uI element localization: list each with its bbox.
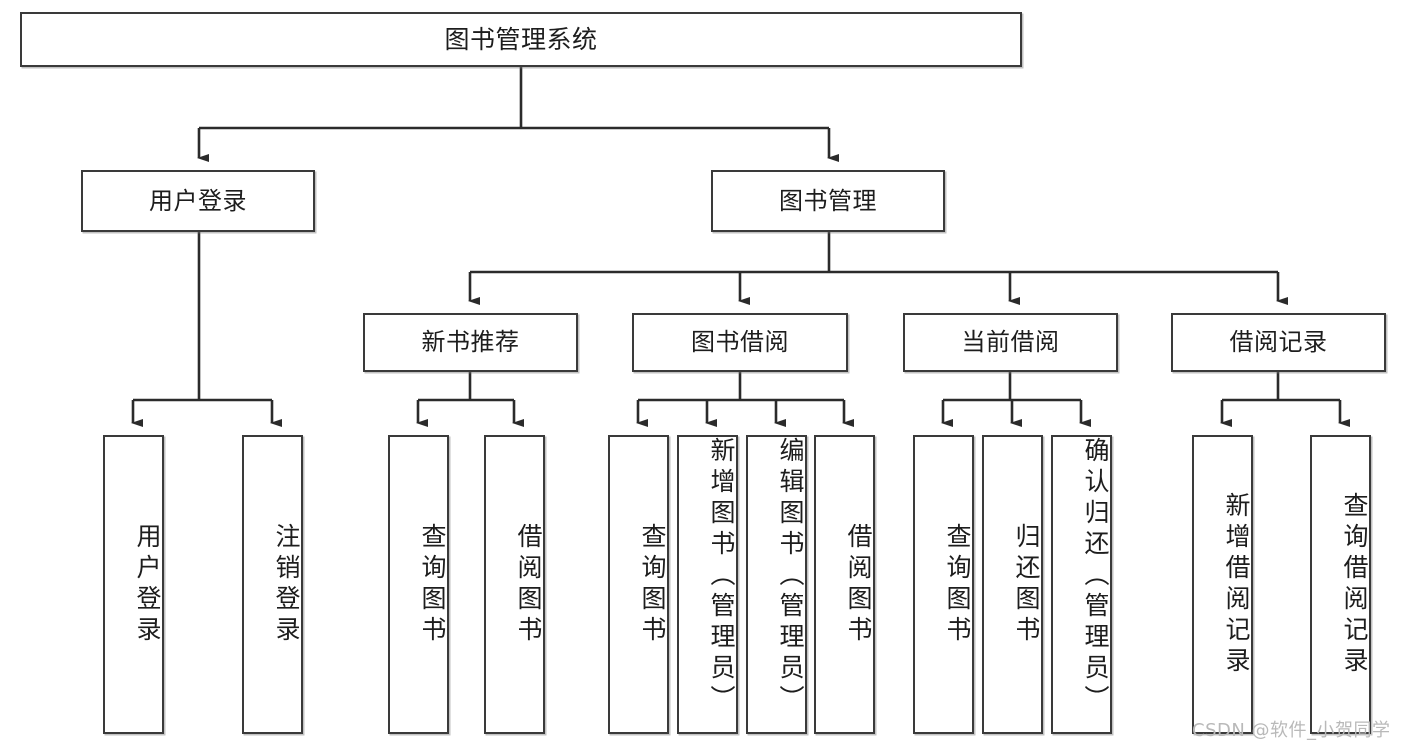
leaf-new-book-query-label: 查询图书 [418, 522, 447, 647]
leaf-user-login-signin-label: 用户登录 [133, 522, 162, 647]
leaf-borrow-add-book-admin-label: 新增图书（管理员） [707, 437, 736, 716]
leaf-record-query-label: 查询借阅记录 [1340, 491, 1369, 678]
leaf-record-add-label: 新增借阅记录 [1222, 491, 1251, 678]
node-new-book-recommend[interactable]: 新书推荐 [363, 313, 578, 372]
csdn-watermark: CSDN @软件_小贺同学 [1192, 720, 1391, 741]
leaf-borrow-borrow-book[interactable]: 借阅图书 [814, 435, 875, 734]
node-root-system[interactable]: 图书管理系统 [20, 12, 1022, 67]
leaf-user-login-signin[interactable]: 用户登录 [103, 435, 164, 734]
leaf-borrow-borrow-book-label: 借阅图书 [844, 522, 873, 647]
node-user-login-label: 用户登录 [149, 186, 247, 215]
leaf-record-add[interactable]: 新增借阅记录 [1192, 435, 1253, 734]
leaf-new-book-borrow-label: 借阅图书 [514, 522, 543, 647]
leaf-current-confirm-return-admin-label: 确认归还（管理员） [1081, 437, 1110, 716]
node-book-manage[interactable]: 图书管理 [711, 170, 945, 232]
node-root-system-label: 图书管理系统 [444, 24, 598, 54]
node-borrow-record-label: 借阅记录 [1229, 328, 1328, 357]
leaf-user-login-signout[interactable]: 注销登录 [242, 435, 303, 734]
leaf-borrow-edit-book-admin-label: 编辑图书（管理员） [776, 437, 805, 716]
node-borrow-record[interactable]: 借阅记录 [1171, 313, 1386, 372]
leaf-borrow-add-book-admin[interactable]: 新增图书（管理员） [677, 435, 738, 734]
leaf-current-confirm-return-admin[interactable]: 确认归还（管理员） [1051, 435, 1112, 734]
node-new-book-recommend-label: 新书推荐 [421, 328, 520, 357]
leaf-borrow-edit-book-admin[interactable]: 编辑图书（管理员） [746, 435, 807, 734]
leaf-current-return-book[interactable]: 归还图书 [982, 435, 1043, 734]
leaf-new-book-query[interactable]: 查询图书 [388, 435, 449, 734]
node-user-login[interactable]: 用户登录 [81, 170, 315, 232]
leaf-borrow-query-book[interactable]: 查询图书 [608, 435, 669, 734]
leaf-borrow-query-book-label: 查询图书 [638, 522, 667, 647]
node-book-manage-label: 图书管理 [779, 186, 877, 215]
node-book-borrow-label: 图书借阅 [691, 328, 789, 357]
leaf-user-login-signout-label: 注销登录 [272, 522, 301, 647]
leaf-new-book-borrow[interactable]: 借阅图书 [484, 435, 545, 734]
node-book-borrow[interactable]: 图书借阅 [632, 313, 848, 372]
leaf-current-query-book[interactable]: 查询图书 [913, 435, 974, 734]
node-current-borrow-label: 当前借阅 [961, 328, 1060, 357]
node-current-borrow[interactable]: 当前借阅 [903, 313, 1118, 372]
leaf-current-query-book-label: 查询图书 [943, 522, 972, 647]
leaf-record-query[interactable]: 查询借阅记录 [1310, 435, 1371, 734]
leaf-current-return-book-label: 归还图书 [1012, 522, 1041, 647]
